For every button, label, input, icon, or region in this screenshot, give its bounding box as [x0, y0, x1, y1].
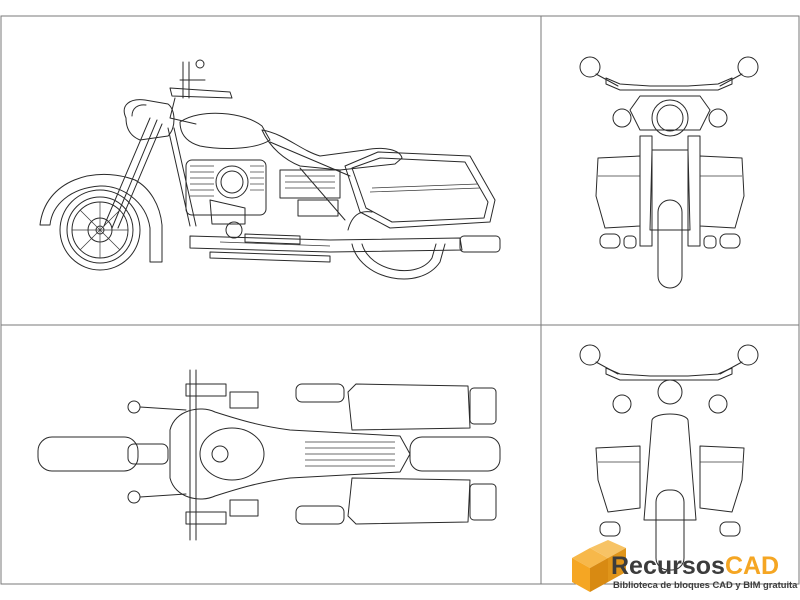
- front-aux-lamp-right: [708, 108, 728, 128]
- plan-seat-ribs: [305, 441, 395, 467]
- front-view-fender: [649, 149, 691, 231]
- rear-handlebar: [605, 367, 733, 381]
- front-fork: [103, 117, 163, 229]
- front-view-saddlebags: [595, 155, 745, 229]
- front-windshield: [629, 95, 711, 131]
- sheet-frame: [0, 15, 800, 585]
- fuel-tank: [179, 112, 271, 149]
- rear-mirror-right: [737, 344, 759, 366]
- front-mirrors: [579, 56, 759, 87]
- rear-lower-lamps: [599, 521, 741, 537]
- front-elevation-view: [579, 56, 759, 289]
- front-wheel: [59, 189, 141, 271]
- plan-fuel-tank: [199, 427, 265, 481]
- frame-tubes: [167, 127, 351, 227]
- front-view-lower-lamps: [599, 233, 741, 249]
- saddlebag: [344, 151, 496, 229]
- front-handlebar: [605, 77, 733, 91]
- rear-saddlebags: [595, 445, 745, 513]
- handlebar-and-mirror: [169, 59, 233, 125]
- seat: [261, 129, 403, 171]
- exhaust-pipe: [189, 235, 501, 263]
- rear-tire: [655, 489, 685, 571]
- plan-saddlebags: [347, 383, 497, 525]
- front-fender: [39, 173, 163, 263]
- plan-front-tire: [37, 436, 139, 472]
- plan-fairing: [169, 408, 411, 500]
- rear-wheel: [347, 211, 446, 280]
- top-plan-view: [37, 369, 501, 541]
- front-headlight: [651, 99, 689, 137]
- brand-tagline: Biblioteca de bloques CAD y BIM gratuita: [613, 579, 798, 590]
- plan-handlebars: [127, 369, 227, 541]
- rear-mirror-left: [579, 344, 601, 366]
- engine-block: [185, 159, 341, 239]
- recursoscad-watermark: RecursosCAD Biblioteca de bloques CAD y …: [572, 540, 798, 592]
- rear-view-headlight: [657, 379, 683, 405]
- brand-wordmark: RecursosCAD: [611, 552, 779, 580]
- plan-rear-tire: [409, 436, 501, 472]
- footboard: [244, 233, 301, 245]
- rear-fender: [643, 413, 697, 521]
- recursoscad-logo-cube-icon: [572, 540, 626, 592]
- rear-elevation-view: [579, 344, 759, 571]
- side-elevation-view: [39, 59, 501, 280]
- front-aux-lamp-left: [612, 108, 632, 128]
- front-view-tire: [657, 199, 683, 289]
- plan-exhausts: [229, 383, 345, 525]
